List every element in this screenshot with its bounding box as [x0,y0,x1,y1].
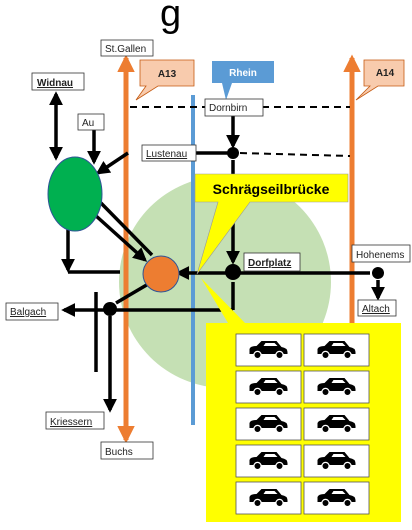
parking-slot [303,407,370,441]
green-node [47,156,103,232]
lustenau-box [141,144,197,162]
car-wheel [343,424,352,434]
altach-label: Altach [362,304,390,315]
dorfplatz-node [225,264,241,280]
st-gallen-label: St.Gallen [105,44,146,55]
widnau-label: Widnau [37,78,73,89]
car-wheel [321,387,330,397]
car-wheel [253,424,262,434]
hohenems-label: Hohenems [356,250,404,261]
car-window [263,454,278,457]
car-wheel [321,498,330,508]
car-wheel [275,350,284,360]
au-label: Au [82,118,94,129]
car-icon [249,415,288,428]
car-wheel [343,387,352,397]
car-wheel [275,461,284,471]
a13-label: A13 [158,69,177,80]
car-icon [317,341,356,354]
car-wheel [275,387,284,397]
parking-slot [235,333,302,367]
parking-slot [303,444,370,478]
dorfplatz-label: Dorfplatz [248,258,291,269]
rhein-label-box [212,61,274,83]
lustenau-label: Lustenau [146,149,187,160]
car-window [331,380,346,383]
balgach-box [5,302,59,321]
parking-slot [235,407,302,441]
kriessern-label: Kriessern [50,417,92,428]
car-wheel [253,498,262,508]
widnau-box [31,72,85,91]
car-window [263,491,278,494]
car-wheel [275,424,284,434]
car-icon [317,489,356,502]
parking-slot [303,370,370,404]
a13-label-box [135,59,195,101]
green-orange-link-2 [96,198,154,257]
car-icon [249,452,288,465]
place-labels: St.Gallen Widnau Au Dornbirn Lustenau Do… [5,39,411,460]
balgach-label: Balgach [10,307,46,318]
car-window [263,380,278,383]
dornbirn-label: Dornbirn [209,103,247,114]
car-icon [249,489,288,502]
a14-label: A14 [376,68,395,79]
car-icon [317,415,356,428]
bridge-callout-box [194,173,349,275]
car-window [263,417,278,420]
car-window [331,454,346,457]
car-window [331,491,346,494]
buchs-box [100,441,154,460]
parking-slot [235,481,302,515]
car-window [331,417,346,420]
rhein-label: Rhein [229,68,257,79]
car-wheel [343,498,352,508]
parking-slot [303,481,370,515]
car-icon [249,378,288,391]
dorfplatz-box [243,252,301,272]
balgach-node [103,302,117,316]
buchs-label: Buchs [105,447,133,458]
car-wheel [253,387,262,397]
hohenems-box [351,244,411,263]
st-gallen-box [100,39,154,57]
car-wheel [253,350,262,360]
hohenems-node [372,267,384,279]
car-wheel [321,424,330,434]
car-wheel [321,350,330,360]
bridge-callout-label: Schrägseilbrücke [213,181,330,197]
lustenau-green-link [95,151,129,175]
car-wheel [253,461,262,471]
parking-slot [303,333,370,367]
lustenau-node [227,147,239,159]
a14-label-box [355,59,405,101]
rhein-label-pointer [222,83,232,100]
dashed-connection-lustenau [239,152,351,157]
title-fragment: g [160,0,181,35]
car-wheel [275,498,284,508]
kriessern-box [45,411,105,430]
au-box [77,113,105,131]
car-wheel [343,350,352,360]
altach-box [357,299,397,317]
dornbirn-box [204,98,264,117]
orange-balgach-link [115,281,151,305]
car-wheel [321,461,330,471]
parking-slot [235,370,302,404]
car-window [331,343,346,346]
car-icon [317,452,356,465]
car-wheel [343,461,352,471]
car-window [263,343,278,346]
car-icon [249,341,288,354]
parking-slot [235,444,302,478]
car-icon [317,378,356,391]
orange-node [142,255,180,293]
green-orange-link-1 [93,213,148,262]
parking-grid [235,333,370,515]
